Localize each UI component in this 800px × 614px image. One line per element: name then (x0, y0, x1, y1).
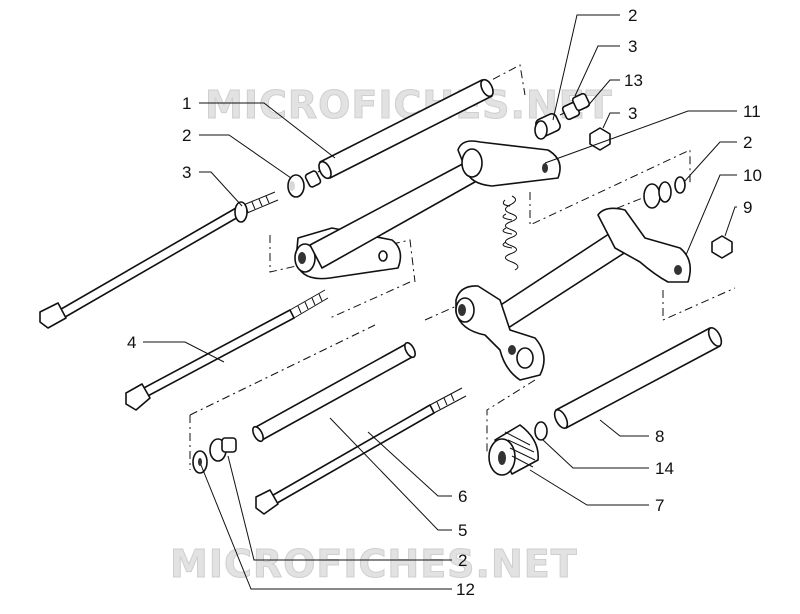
callout-1: 1 (182, 94, 191, 113)
part-3-bolt-upper (39, 191, 279, 329)
part-14-washer (534, 421, 548, 441)
part-11-spring (502, 195, 519, 271)
leader-lines (143, 14, 737, 590)
part-2-bushing-left (287, 170, 322, 198)
callout-3-top: 3 (628, 37, 637, 56)
callout-14: 14 (655, 459, 674, 478)
part-8-sleeve (553, 327, 723, 429)
callout-2-left: 2 (182, 126, 191, 145)
callout-2-bottom: 2 (458, 551, 467, 570)
callout-11: 11 (743, 102, 761, 121)
watermark-bottom: MICROFICHES.NET (170, 542, 578, 586)
watermark-top: MICROFICHES.NET (205, 83, 613, 127)
upper-bracket (294, 140, 561, 280)
part-1-sleeve (318, 78, 494, 180)
parts-top-bushings (534, 92, 611, 151)
part-7-rubber-bushing (488, 424, 539, 476)
callout-3-mid: 3 (628, 104, 637, 123)
callout-8: 8 (655, 427, 664, 446)
part-12-washer (192, 437, 237, 474)
callout-9: 9 (743, 198, 752, 217)
callout-7: 7 (655, 496, 664, 515)
callout-4: 4 (127, 333, 136, 352)
part-4-bolt (125, 289, 329, 411)
part-10-pivot-arm (489, 176, 733, 331)
lower-link (455, 285, 545, 381)
callout-10: 10 (743, 166, 762, 185)
callout-12: 12 (456, 580, 475, 599)
part-6-bolt (255, 387, 467, 515)
callout-6: 6 (458, 487, 467, 506)
callout-13: 13 (624, 71, 643, 90)
callout-3-left: 3 (182, 163, 191, 182)
callout-5: 5 (458, 521, 467, 540)
part-5-sleeve (252, 341, 416, 443)
callout-2-top: 2 (628, 6, 637, 25)
callout-labels: 2 3 13 3 11 2 10 9 1 2 3 4 8 14 7 6 5 2 … (127, 6, 762, 599)
callout-2-right: 2 (743, 133, 752, 152)
